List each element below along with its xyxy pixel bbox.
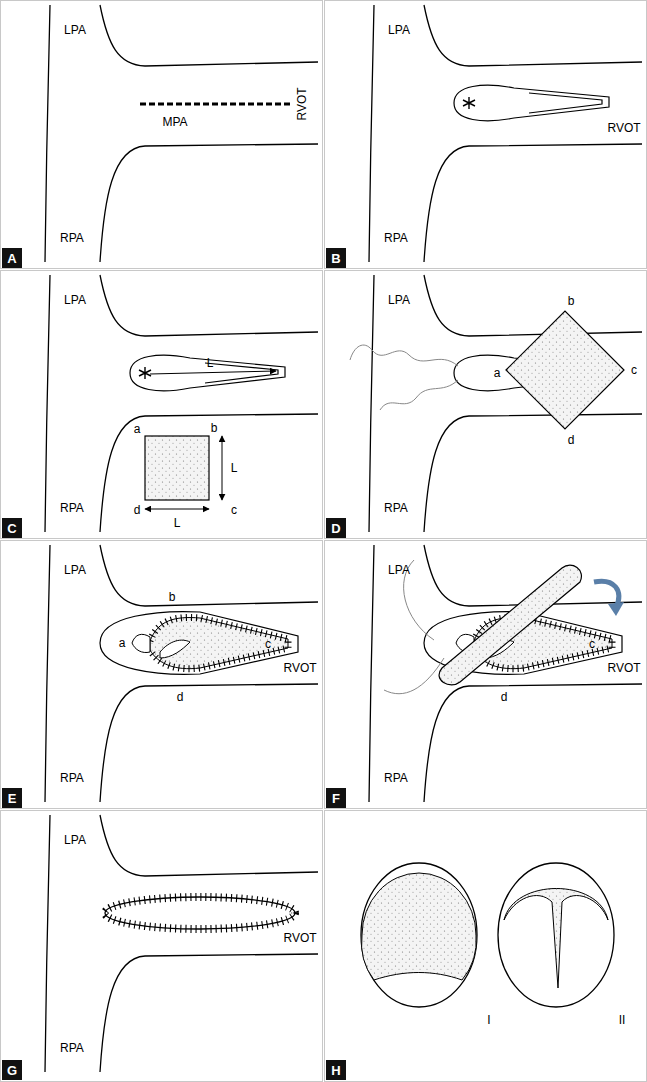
dimension-letter: b	[568, 295, 575, 307]
dimension-letter: d	[177, 691, 184, 703]
vessel-label: LPA	[64, 24, 86, 36]
dimension-letter: L	[207, 357, 214, 369]
vessel-label: LPA	[388, 294, 410, 306]
dimension-letter: a	[494, 367, 501, 379]
dimension-letter: d	[134, 504, 141, 516]
dimension-letter: I	[487, 1014, 490, 1026]
dimension-letter: L	[174, 517, 181, 529]
panel-letter-box: H	[326, 1060, 346, 1080]
dimension-letter: a	[134, 423, 141, 435]
panel-letter-box: D	[326, 518, 346, 538]
dimension-letter: a	[119, 637, 126, 649]
dimension-letter: d	[568, 434, 575, 446]
vessel-label: RVOT	[607, 122, 640, 134]
vessel-label: RPA	[60, 1042, 84, 1054]
panel-letter: A	[7, 252, 16, 265]
vessel-label: LPA	[64, 564, 86, 576]
panel-letter: B	[331, 252, 340, 265]
panel-letter-box: F	[326, 788, 346, 808]
dimension-letter: b	[211, 422, 218, 434]
vessel-label: RPA	[384, 232, 408, 244]
vessel-label: RVOT	[296, 87, 308, 120]
vessel-label: RPA	[60, 232, 84, 244]
dimension-letter: d	[501, 691, 508, 703]
dimension-letter: c	[231, 504, 237, 516]
panel-letter: H	[331, 1064, 340, 1077]
panel-letter: E	[8, 792, 17, 805]
vessel-label: RPA	[384, 502, 408, 514]
panel-letter: D	[331, 522, 340, 535]
vessel-label: II	[619, 1014, 626, 1026]
vessel-label: LPA	[388, 24, 410, 36]
vessel-label: RPA	[384, 772, 408, 784]
panel-letter-box: C	[2, 518, 22, 538]
vessel-label: MPA	[162, 116, 187, 128]
dimension-letter: c	[265, 638, 271, 650]
vessel-label: RVOT	[283, 932, 316, 944]
panel-letter-box: E	[2, 788, 22, 808]
vessel-label: RVOT	[607, 662, 640, 674]
vessel-label: LPA	[64, 834, 86, 846]
panel-letter-box: A	[2, 248, 22, 268]
dimension-letter: L	[231, 462, 238, 474]
vessel-label: RPA	[60, 772, 84, 784]
vessel-label: LPA	[388, 564, 410, 576]
vessel-label: RVOT	[283, 662, 316, 674]
dimension-letter: b	[169, 591, 176, 603]
panel-letter: G	[7, 1064, 17, 1077]
panel-letter: C	[7, 522, 16, 535]
vessel-label: RPA	[60, 502, 84, 514]
vessel-label: LPA	[64, 294, 86, 306]
dimension-letter: c	[589, 638, 595, 650]
panel-letter: F	[332, 792, 340, 805]
panel-letter-box: B	[326, 248, 346, 268]
panel-letter-box: G	[2, 1060, 22, 1080]
dimension-letter: c	[631, 364, 637, 376]
